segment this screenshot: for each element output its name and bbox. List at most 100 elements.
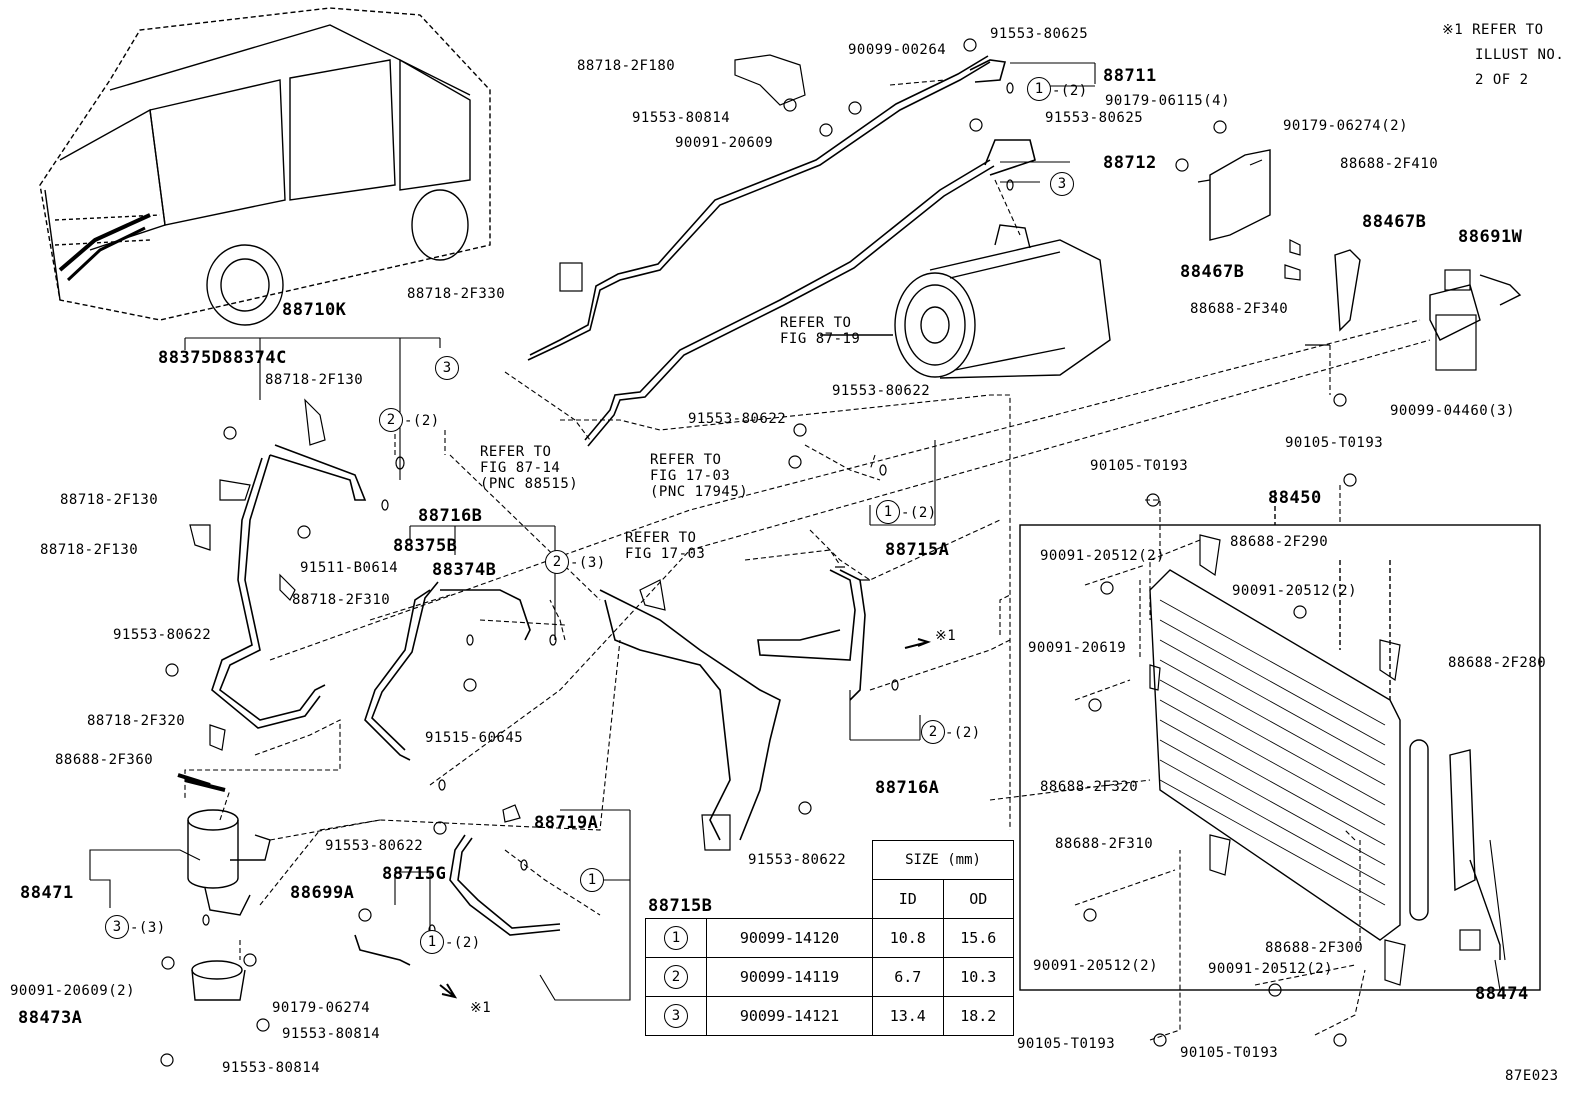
- callout-circle[interactable]: 1: [420, 930, 444, 954]
- van-illustration: [39, 7, 491, 326]
- leader-lines-dashed: [184, 79, 1431, 1041]
- part-label[interactable]: 88688-2F340: [1190, 301, 1289, 317]
- part-label[interactable]: 90105-T0193: [1017, 1036, 1116, 1052]
- callout-qty: -(3): [130, 920, 166, 936]
- size-table-col-id: ID: [872, 879, 944, 919]
- callout-circle[interactable]: 2: [545, 550, 569, 574]
- part-label[interactable]: 91553-80622: [325, 838, 424, 854]
- part-label[interactable]: 88715A: [885, 540, 950, 560]
- part-label[interactable]: 90091-20619: [1028, 640, 1127, 656]
- part-label[interactable]: 90099-00264: [848, 42, 947, 58]
- part-label[interactable]: 88712: [1103, 153, 1157, 173]
- callout-qty: -(2): [945, 725, 981, 741]
- callout-qty: -(2): [445, 935, 481, 951]
- part-label[interactable]: 90105-T0193: [1090, 458, 1189, 474]
- row-part-number[interactable]: 90099-14119: [706, 957, 873, 997]
- part-label[interactable]: 88718-2F130: [60, 492, 159, 508]
- part-label[interactable]: 90091-20512(2): [1040, 548, 1166, 564]
- part-label[interactable]: 91553-80814: [222, 1060, 321, 1076]
- part-label[interactable]: 88467B: [1180, 262, 1245, 282]
- part-label[interactable]: 91553-80622: [688, 411, 787, 427]
- bracket-illustration: [1209, 149, 1522, 341]
- part-label[interactable]: 88688-2F310: [1055, 836, 1154, 852]
- part-label[interactable]: 88688-2F410: [1340, 156, 1439, 172]
- part-label[interactable]: 88688-2F300: [1265, 940, 1364, 956]
- part-label[interactable]: 88699A: [290, 883, 355, 903]
- part-label[interactable]: 88718-2F180: [577, 58, 676, 74]
- part-label[interactable]: 90105-T0193: [1180, 1045, 1279, 1061]
- part-label[interactable]: 91553-80625: [990, 26, 1089, 42]
- part-label[interactable]: 88716B: [418, 506, 483, 526]
- callout-circle[interactable]: 3: [435, 356, 459, 380]
- part-label[interactable]: 88688-2F280: [1448, 655, 1547, 671]
- cross-ref-mark-1[interactable]: ※1: [470, 1000, 492, 1016]
- part-label[interactable]: 88467B: [1362, 212, 1427, 232]
- part-label[interactable]: 91553-80622: [113, 627, 212, 643]
- part-label[interactable]: 88719A: [534, 813, 599, 833]
- part-label[interactable]: 91511-B0614: [300, 560, 399, 576]
- part-label[interactable]: 88688-2F320: [1040, 779, 1139, 795]
- part-label[interactable]: 88715B: [648, 896, 713, 916]
- callout-circle[interactable]: 3: [105, 915, 129, 939]
- part-label[interactable]: 90179-06115(4): [1105, 93, 1231, 109]
- part-label[interactable]: 90091-20609(2): [10, 983, 136, 999]
- part-label[interactable]: 88718-2F130: [40, 542, 139, 558]
- hose-size-table: SIZE (mm) ID OD 1 90099-14120 10.8 15.6 …: [645, 840, 1014, 1036]
- part-label[interactable]: 88688-2F290: [1230, 534, 1329, 550]
- part-label[interactable]: 88375D88374C: [158, 348, 287, 368]
- part-label[interactable]: 88450: [1268, 488, 1322, 508]
- table-row: 1 90099-14120 10.8 15.6: [645, 918, 1014, 958]
- part-label[interactable]: 88374B: [432, 560, 497, 580]
- figure-code: 87E023: [1505, 1068, 1559, 1084]
- part-label[interactable]: 91553-80625: [1045, 110, 1144, 126]
- part-label[interactable]: 90091-20512(2): [1033, 958, 1159, 974]
- part-label[interactable]: 90091-20512(2): [1232, 583, 1358, 599]
- part-label[interactable]: 88711: [1103, 66, 1157, 86]
- pipe-lines: [211, 55, 1036, 966]
- part-label[interactable]: 91553-80814: [632, 110, 731, 126]
- part-label[interactable]: 88688-2F360: [55, 752, 154, 768]
- part-label[interactable]: 88473A: [18, 1008, 83, 1028]
- part-label[interactable]: 88375B: [393, 536, 458, 556]
- part-label[interactable]: 91553-80622: [748, 852, 847, 868]
- part-label[interactable]: 88718-2F320: [87, 713, 186, 729]
- part-label[interactable]: 90179-06274: [272, 1000, 371, 1016]
- part-label[interactable]: 88716A: [875, 778, 940, 798]
- part-label[interactable]: 90091-20512(2): [1208, 961, 1334, 977]
- callout-qty: -(2): [901, 505, 937, 521]
- leader-lines-solid: [89, 62, 1506, 1001]
- callout-circle[interactable]: 3: [1050, 172, 1074, 196]
- part-label[interactable]: 88718-2F310: [292, 592, 391, 608]
- part-label[interactable]: 91553-80814: [282, 1026, 381, 1042]
- callout-circle[interactable]: 1: [876, 500, 900, 524]
- part-label[interactable]: 91515-60645: [425, 730, 524, 746]
- part-label[interactable]: 88474: [1475, 984, 1529, 1004]
- note-refer-line3: 2 OF 2: [1475, 72, 1529, 88]
- row-od: 10.3: [942, 957, 1014, 997]
- row-part-number[interactable]: 90099-14120: [706, 918, 873, 958]
- callout-circle[interactable]: 1: [1027, 77, 1051, 101]
- part-label[interactable]: 91553-80622: [832, 383, 931, 399]
- size-table-header: SIZE (mm): [872, 840, 1014, 880]
- part-label[interactable]: 88710K: [282, 300, 347, 320]
- part-label[interactable]: 88718-2F330: [407, 286, 506, 302]
- part-label[interactable]: 88471: [20, 883, 74, 903]
- part-label[interactable]: 90105-T0193: [1285, 435, 1384, 451]
- part-label[interactable]: 88691W: [1458, 227, 1523, 247]
- part-label[interactable]: 88718-2F130: [265, 372, 364, 388]
- part-label[interactable]: 90099-04460(3): [1390, 403, 1516, 419]
- callout-circle[interactable]: 2: [921, 720, 945, 744]
- callout-circle[interactable]: 1: [580, 868, 604, 892]
- callout-circle[interactable]: 2: [379, 408, 403, 432]
- row-part-number[interactable]: 90099-14121: [706, 996, 873, 1036]
- part-label[interactable]: 88715G: [382, 864, 447, 884]
- part-label[interactable]: 90091-20609: [675, 135, 774, 151]
- part-label[interactable]: 90179-06274(2): [1283, 118, 1409, 134]
- cross-ref-mark-1[interactable]: ※1: [935, 628, 957, 644]
